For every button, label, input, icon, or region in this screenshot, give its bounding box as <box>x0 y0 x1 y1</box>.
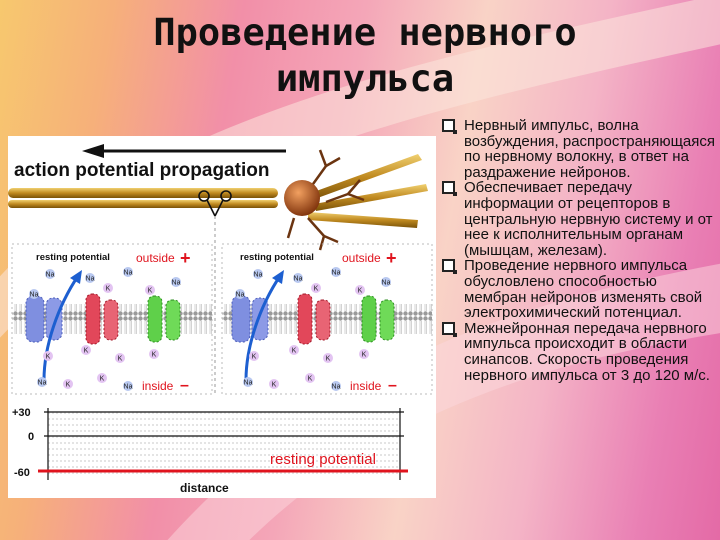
svg-text:Na: Na <box>46 272 55 279</box>
svg-text:K: K <box>152 352 157 359</box>
svg-text:Na: Na <box>172 280 181 287</box>
svg-text:K: K <box>308 376 313 383</box>
bullet-item: Проведение нервного импульса обусловлено… <box>440 258 716 320</box>
action-potential-figure: action potential propagation <box>8 136 436 498</box>
channel-blue <box>25 295 45 343</box>
channel-green <box>361 295 377 343</box>
checkbox-bullet-icon <box>442 181 457 197</box>
bullet-list: Нервный импульс, волна возбуждения, расп… <box>440 118 716 383</box>
svg-text:resting potential: resting potential <box>240 252 314 263</box>
svg-text:Na: Na <box>332 270 341 277</box>
ion-flow-arrow <box>244 275 282 381</box>
svg-text:K: K <box>84 348 89 355</box>
svg-text:Na: Na <box>254 272 263 279</box>
svg-text:Na: Na <box>332 384 341 391</box>
svg-text:Na: Na <box>38 380 47 387</box>
potential-graph: +30 0 -60 resting potential distance <box>12 407 408 495</box>
y-tick: 0 <box>28 431 34 443</box>
bullet-item: Межнейронная передача нервного импульса … <box>440 320 716 383</box>
checkbox-bullet-icon <box>442 119 457 134</box>
y-tick: +30 <box>12 407 31 419</box>
ion-flow-arrow <box>42 275 80 381</box>
resting-potential-label: resting potential <box>270 451 376 468</box>
svg-text:+: + <box>180 248 191 268</box>
svg-text:K: K <box>148 288 153 295</box>
svg-text:K: K <box>46 354 51 361</box>
svg-text:resting potential: resting potential <box>36 252 110 263</box>
bullet-item: Обеспечивает передачу информации от реце… <box>440 180 716 258</box>
svg-text:Na: Na <box>30 292 39 299</box>
membrane-panel-2: resting potential outside + Na Na Na Na … <box>222 248 432 394</box>
scissors-icon <box>198 190 232 217</box>
svg-text:inside: inside <box>142 379 174 393</box>
membrane-panel-1: resting potential outside + Na Na Na Na … <box>12 248 212 394</box>
svg-text:K: K <box>292 348 297 355</box>
channel-green <box>147 295 163 343</box>
svg-text:Na: Na <box>236 292 245 299</box>
svg-text:Na: Na <box>382 280 391 287</box>
svg-text:Na: Na <box>124 270 133 277</box>
svg-text:–: – <box>180 377 189 394</box>
svg-text:Na: Na <box>124 384 133 391</box>
svg-text:–: – <box>388 377 397 394</box>
svg-text:outside: outside <box>136 251 175 265</box>
svg-text:K: K <box>362 352 367 359</box>
svg-text:Na: Na <box>244 380 253 387</box>
propagation-arrow <box>82 144 286 158</box>
svg-text:K: K <box>106 286 111 293</box>
channel-blue <box>231 295 251 343</box>
channel-red <box>85 293 101 345</box>
svg-text:outside: outside <box>342 251 381 265</box>
svg-text:K: K <box>314 286 319 293</box>
svg-text:K: K <box>118 356 123 363</box>
svg-text:K: K <box>252 354 257 361</box>
slide-title: Проведение нервного импульса <box>153 11 577 100</box>
svg-text:K: K <box>358 288 363 295</box>
svg-text:K: K <box>272 382 277 389</box>
svg-text:K: K <box>100 376 105 383</box>
checkbox-bullet-icon <box>442 259 457 275</box>
channel-red <box>297 293 313 345</box>
svg-text:inside: inside <box>350 379 382 393</box>
svg-text:Na: Na <box>294 276 303 283</box>
checkbox-bullet-icon <box>442 321 457 337</box>
bullet-item: Нервный импульс, волна возбуждения, расп… <box>440 118 716 180</box>
svg-text:+: + <box>386 248 397 268</box>
svg-text:K: K <box>66 382 71 389</box>
x-axis-label: distance <box>180 481 229 495</box>
svg-text:Na: Na <box>86 276 95 283</box>
y-tick: -60 <box>14 467 30 479</box>
svg-text:K: K <box>326 356 331 363</box>
figure-heading: action potential propagation <box>14 160 269 181</box>
neuron-soma-icon <box>284 149 365 251</box>
